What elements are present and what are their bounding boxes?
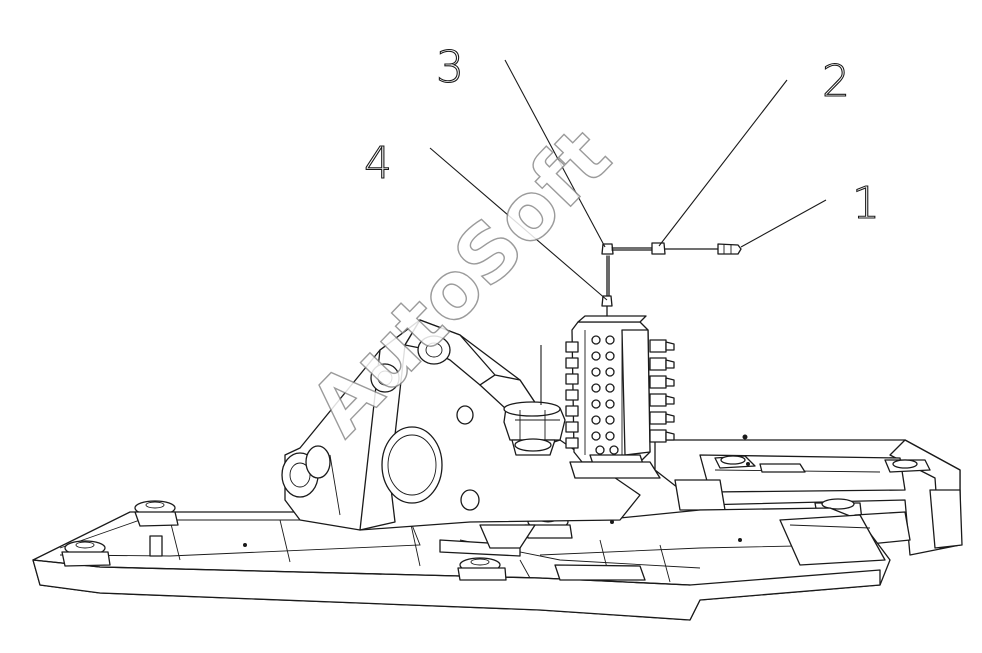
leader-1 [740,199,827,248]
leader-3 [504,59,606,248]
callout-1: 1 [852,178,880,229]
control-valve [565,315,675,479]
leader-lines [429,59,827,301]
boom-bracket [281,319,641,549]
fitting-1 [717,243,742,255]
right-spool-caps [649,339,675,443]
callout-4: 4 [364,138,392,189]
pipe-assembly [601,242,742,317]
valve-ports [591,335,619,455]
fitting-2 [651,242,666,255]
callout-labels: 3 2 4 1 [363,41,880,229]
left-spool-caps [565,341,579,449]
leader-4 [429,147,608,301]
main-chassis [32,500,891,621]
callout-2: 2 [822,56,850,107]
rear-frame [654,434,963,556]
callout-3: 3 [436,42,464,93]
leader-2 [658,79,788,247]
filter-assembly [503,345,566,456]
